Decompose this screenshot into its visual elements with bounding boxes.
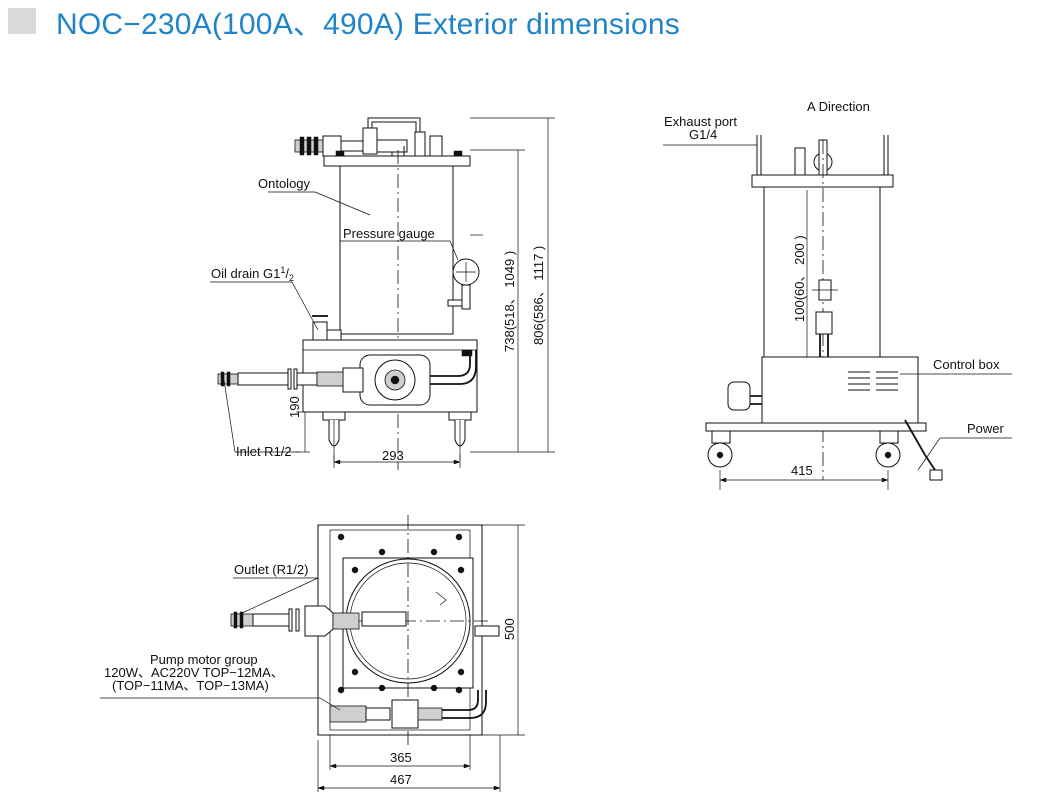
height-b-dimension: 806(586、 1117 ) bbox=[531, 246, 546, 345]
outlet-pipe bbox=[430, 350, 471, 377]
top-valve-assembly bbox=[294, 117, 471, 167]
side-width-dimension: 415 bbox=[791, 463, 813, 478]
page-title: NOC−230A(100A、490A) Exterior dimensions bbox=[56, 8, 680, 41]
side-view: A Direction Exhaust port G1/4 Control bo… bbox=[663, 99, 1012, 490]
oil-drain-label: Oil drain G11/2 bbox=[211, 265, 294, 283]
top-dimension-lines bbox=[317, 524, 525, 792]
exhaust-port-size-label: G1/4 bbox=[689, 127, 717, 142]
depth-dimension: 500 bbox=[502, 618, 517, 640]
outer-width-dimension: 467 bbox=[390, 772, 412, 787]
filter-body bbox=[339, 165, 454, 335]
power-cable bbox=[904, 419, 936, 471]
pressure-gauge bbox=[447, 258, 480, 310]
base-height-dimension: 190 bbox=[287, 396, 302, 418]
title-marker bbox=[8, 8, 36, 34]
top-outlet-assembly bbox=[230, 605, 360, 637]
power-label: Power bbox=[967, 421, 1005, 436]
inlet-label: Inlet R1/2 bbox=[236, 444, 292, 459]
exhaust-port-label: Exhaust port bbox=[664, 114, 737, 129]
side-dimension-lines bbox=[719, 190, 889, 490]
top-leader-lines bbox=[100, 577, 341, 711]
control-box-label: Control box bbox=[933, 357, 1000, 372]
vent-slots bbox=[848, 371, 898, 391]
side-leader-lines bbox=[663, 144, 1012, 471]
side-wheels bbox=[705, 422, 927, 468]
oil-drain-valve bbox=[312, 315, 342, 343]
height-a-dimension: 738(518、 1049 ) bbox=[502, 251, 517, 352]
pump-motor-spec-label: 120W、AC220V TOP−12MA、 bbox=[104, 665, 284, 680]
front-view: Ontology Pressure gauge Oil drain G11/2 … bbox=[210, 117, 555, 470]
front-dimension-lines bbox=[296, 117, 555, 468]
inner-width-dimension: 365 bbox=[390, 750, 412, 765]
bolt-marks bbox=[337, 533, 465, 694]
side-top-frame bbox=[751, 135, 894, 188]
top-view: Outlet (R1/2) Pump motor group 120W、AC22… bbox=[100, 515, 525, 792]
title-bar: NOC−230A(100A、490A) Exterior dimensions bbox=[8, 4, 680, 41]
a-direction-label: A Direction bbox=[807, 99, 870, 114]
front-leader-lines bbox=[210, 191, 483, 453]
ontology-label: Ontology bbox=[258, 176, 311, 191]
pressure-gauge-label: Pressure gauge bbox=[343, 226, 435, 241]
pump-motor-group-label: Pump motor group bbox=[150, 652, 258, 667]
casters bbox=[322, 411, 472, 460]
top-pump-motor-group bbox=[329, 690, 487, 729]
outlet-label: Outlet (R1/2) bbox=[234, 562, 308, 577]
height-c-dimension: 100(60、 200 ) bbox=[792, 235, 807, 322]
inlet-pipe bbox=[217, 368, 344, 390]
pump-motor bbox=[342, 354, 431, 406]
front-width-dimension: 293 bbox=[382, 448, 404, 463]
pump-motor-alt-label: (TOP−11MA、TOP−13MA) bbox=[112, 678, 269, 693]
